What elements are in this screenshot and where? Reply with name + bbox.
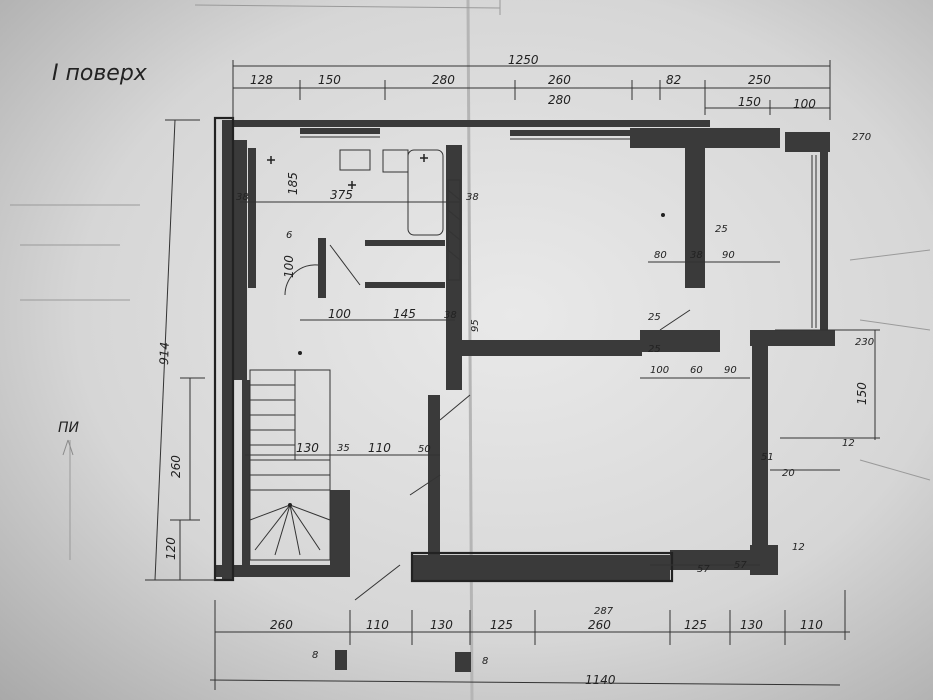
- dim-r-230: 230: [855, 337, 874, 348]
- dim-top-total: 1250: [508, 53, 539, 67]
- dim-st-130: 130: [296, 441, 319, 455]
- dim-bottom-287: 287: [594, 606, 614, 617]
- staircase: [249, 369, 331, 561]
- dim-bath-height: 185: [286, 172, 300, 195]
- stub-right: [455, 652, 471, 672]
- dim-st-110: 110: [368, 441, 391, 455]
- dim-top-82: 82: [666, 73, 681, 87]
- dim-st-50: 50: [418, 444, 431, 455]
- dim-wc-small: 6: [286, 230, 292, 241]
- exterior-walls: [215, 120, 835, 580]
- dim-wall-right: 38: [466, 192, 479, 203]
- dims-interior: 375 185 38 38 100 6 100 145 38 95 25 80 …: [236, 172, 874, 575]
- dim-top-280b: 280: [548, 93, 571, 107]
- dim-h-60: 60: [690, 365, 703, 376]
- dim-bottom-total: 1140: [585, 673, 616, 687]
- dim-row-145: 145: [393, 307, 416, 321]
- dim-row-95: 95: [470, 319, 481, 332]
- dims-bottom: 260 110 130 125 260 287 125 130 110 1140…: [270, 606, 823, 687]
- dim-k-80: 80: [654, 250, 667, 261]
- dim-top-corner: 270: [852, 132, 871, 143]
- dims-top: 128 150 280 260 280 82 250 150 100 1250 …: [250, 53, 871, 143]
- side-faint-label: ПИ: [58, 420, 80, 436]
- dim-top-128: 128: [250, 73, 273, 87]
- dim-wc-height: 100: [282, 255, 296, 278]
- dim-top-150: 150: [318, 73, 341, 87]
- ventilation-shaft: [447, 179, 461, 281]
- dim-left-260: 260: [169, 455, 183, 478]
- stub-left: [335, 650, 347, 670]
- dim-row-100: 100: [328, 307, 351, 321]
- dim-k-38: 38: [690, 250, 703, 261]
- mark-dot: [661, 213, 665, 217]
- dim-bottom-110: 110: [366, 618, 389, 632]
- dim-r-12: 12: [842, 438, 855, 449]
- dim-top-150b: 150: [738, 95, 761, 109]
- dim-bath-width: 375: [330, 188, 353, 202]
- dim-r-51: 51: [761, 452, 774, 463]
- bathtub: [407, 149, 444, 236]
- dim-d-25b: 25: [648, 344, 661, 355]
- dim-bottom-125b: 125: [684, 618, 707, 632]
- dim-b-57: 57: [697, 564, 710, 575]
- dim-bottom-260: 260: [270, 618, 293, 632]
- dims-left: 914 260 120: [157, 342, 183, 560]
- window-right: [811, 155, 817, 328]
- dim-k-25: 25: [715, 224, 728, 235]
- dim-h-90: 90: [724, 365, 737, 376]
- dim-bottom-stub-left: 8: [312, 650, 318, 661]
- dim-b-12: 12: [792, 542, 805, 553]
- dim-bottom-125: 125: [490, 618, 513, 632]
- window-top: [300, 136, 630, 140]
- dim-top-250: 250: [748, 73, 771, 87]
- dim-r-150: 150: [855, 382, 869, 405]
- dim-left-914: 914: [157, 342, 172, 365]
- dim-k-90: 90: [722, 250, 735, 261]
- bath-fixtures: [267, 149, 428, 189]
- dim-h-100: 100: [650, 365, 669, 376]
- dim-bottom-130: 130: [430, 618, 453, 632]
- dim-st-35: 35: [337, 443, 350, 454]
- dim-lines: [145, 60, 880, 690]
- dim-bottom-stub-right: 8: [482, 656, 488, 667]
- dim-bottom-260b: 260: [588, 618, 611, 632]
- dim-bottom-110b: 110: [800, 618, 823, 632]
- mark-dot: [298, 351, 302, 355]
- sink: [382, 149, 409, 173]
- dim-top-260: 260: [548, 73, 571, 87]
- dim-top-280: 280: [432, 73, 455, 87]
- dim-top-100: 100: [793, 97, 816, 111]
- dim-d-25: 25: [648, 312, 661, 323]
- dim-left-120: 120: [164, 537, 178, 560]
- faint-arrow-icon: [62, 439, 74, 456]
- door-swings: [284, 244, 691, 601]
- dim-r-20: 20: [782, 468, 795, 479]
- plan-title: I поверх: [52, 61, 148, 86]
- dim-wall-left: 38: [236, 192, 249, 203]
- faint-sketch-lines: [10, 0, 931, 560]
- dim-bottom-130b: 130: [740, 618, 763, 632]
- interior-walls: [242, 145, 720, 570]
- dim-b-57b: 57: [734, 560, 747, 571]
- dim-row-38: 38: [444, 310, 457, 321]
